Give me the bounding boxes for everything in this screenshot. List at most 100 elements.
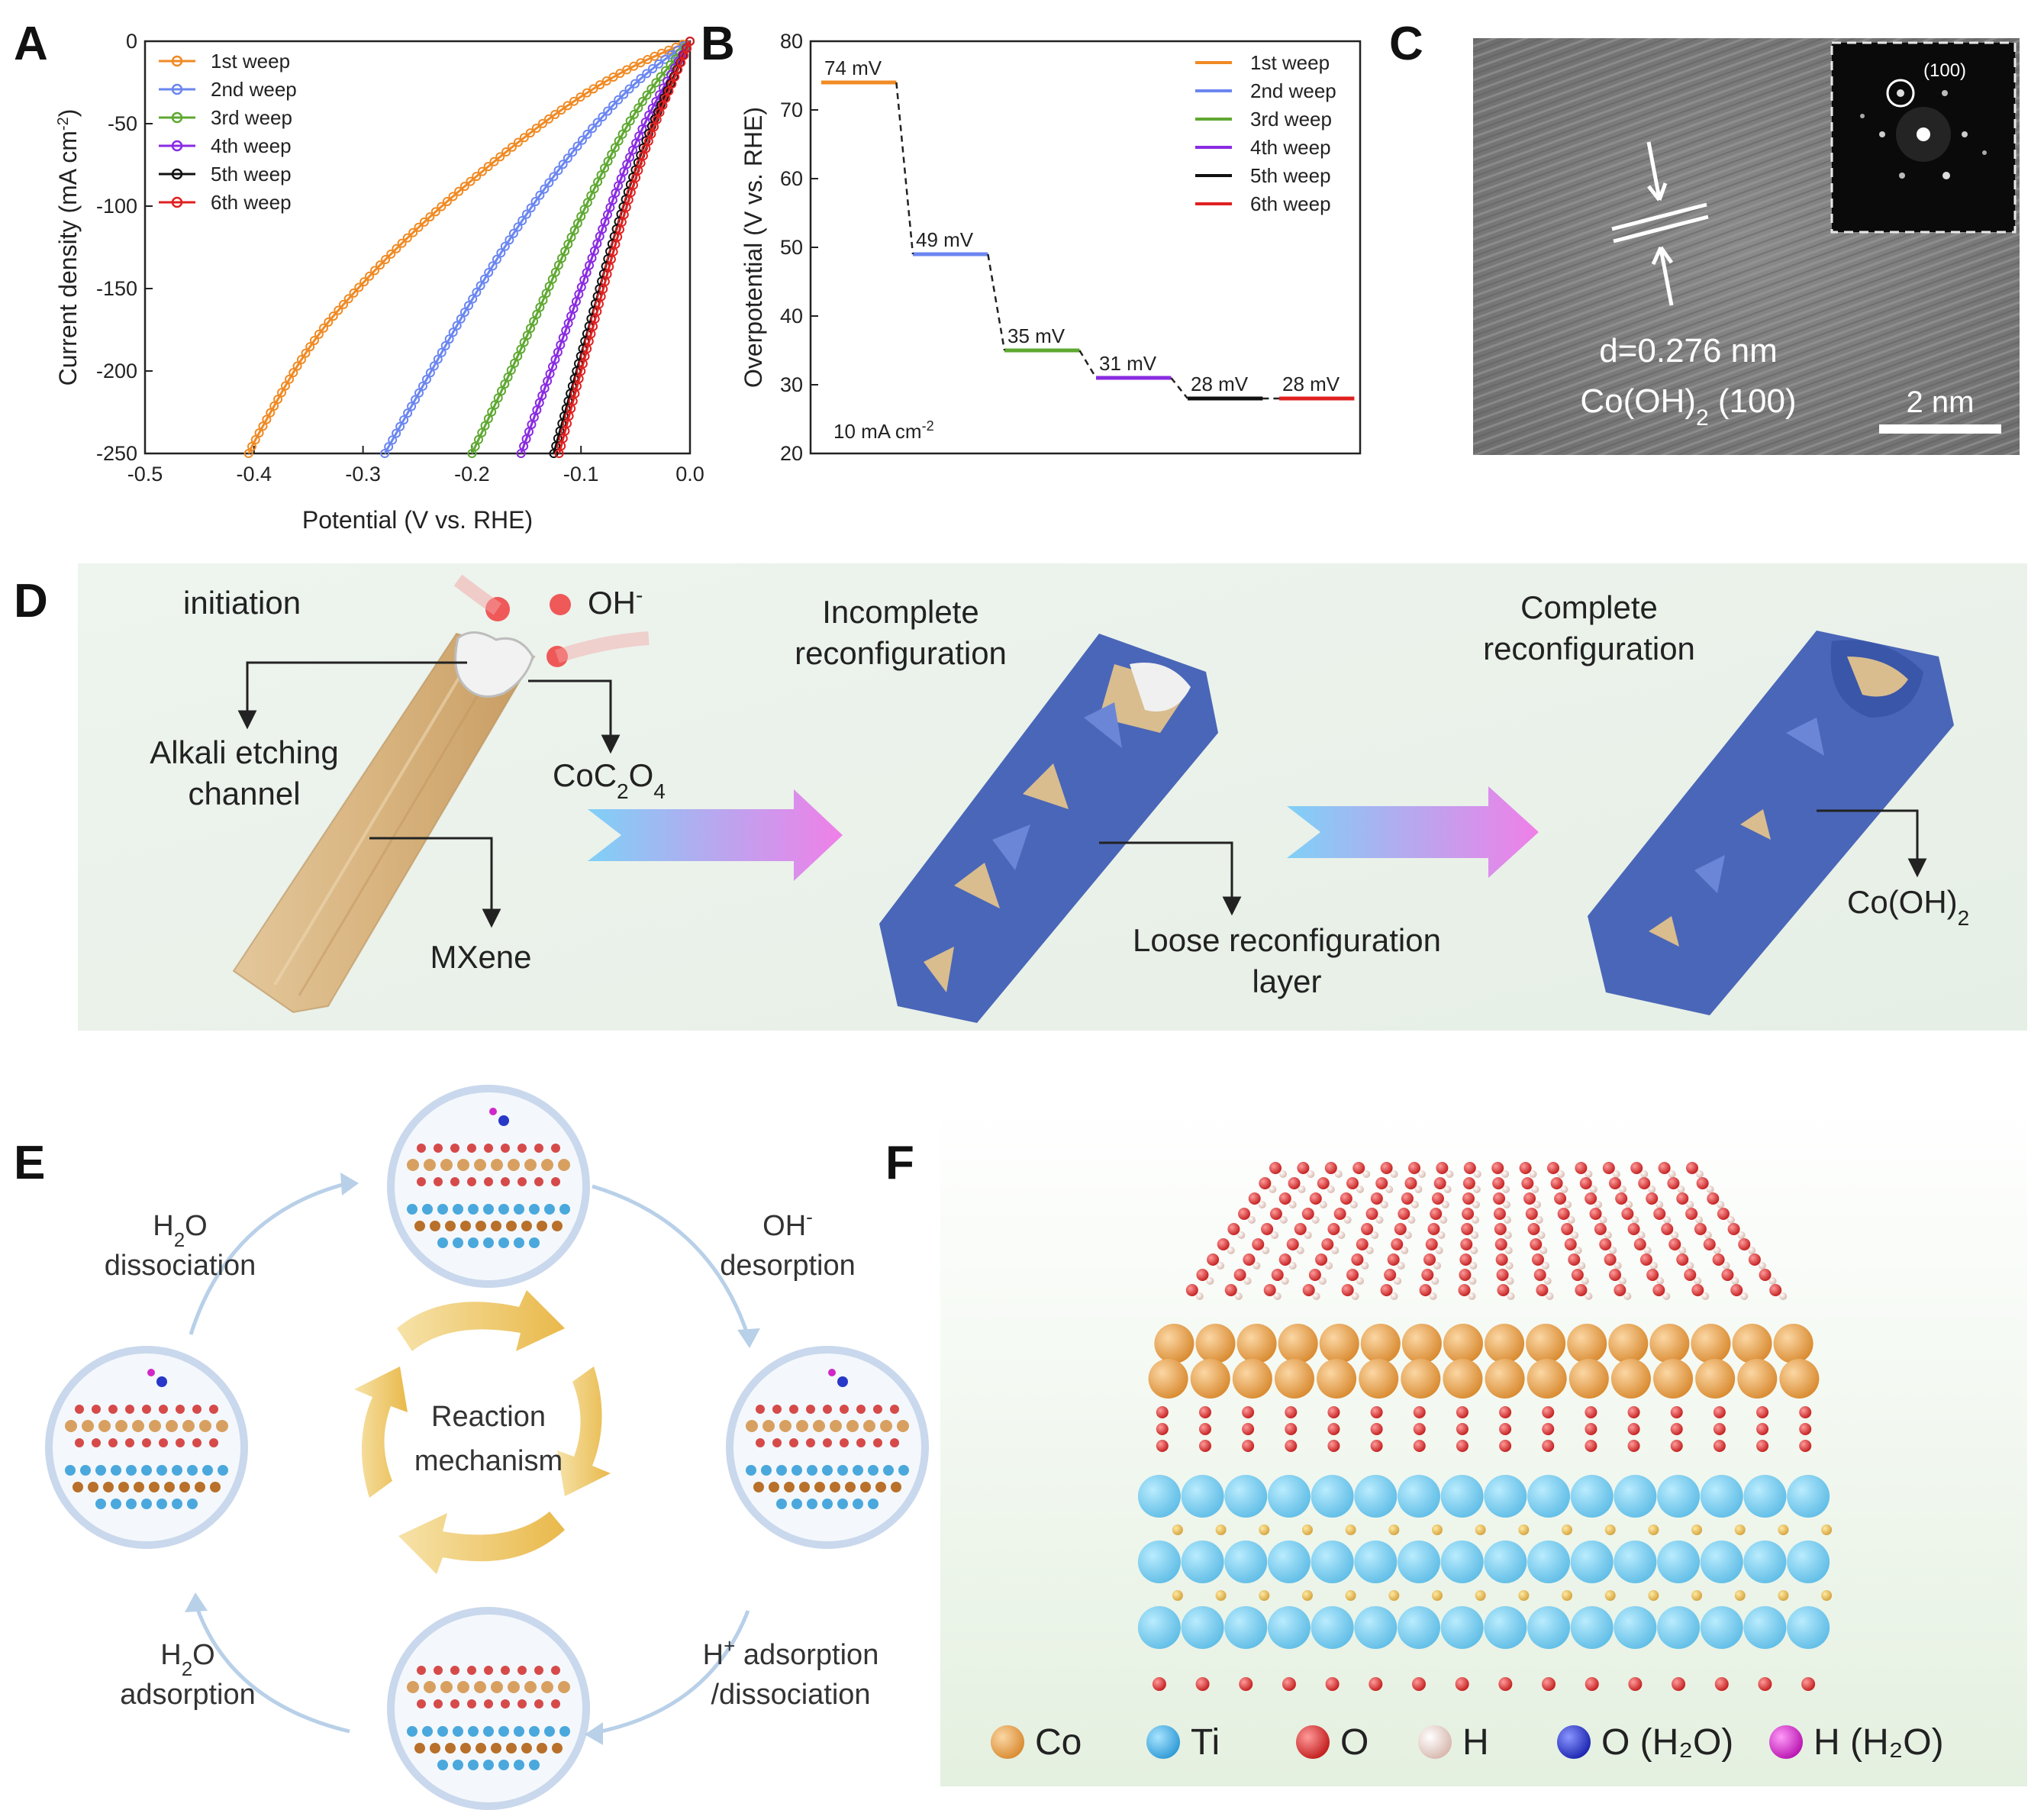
f-titanium-atom bbox=[1527, 1541, 1571, 1583]
e-atom bbox=[776, 1465, 787, 1476]
a-series-point bbox=[598, 111, 608, 121]
a-series-point bbox=[595, 80, 605, 90]
e-atom bbox=[468, 1237, 479, 1248]
a-series-point bbox=[603, 106, 613, 116]
e-atom bbox=[772, 1438, 782, 1447]
a-series-point bbox=[489, 156, 499, 166]
f-oxygen-atom bbox=[1375, 1177, 1388, 1189]
f-hydrogen-atom bbox=[1604, 1231, 1612, 1239]
f-oxygen-atom bbox=[1461, 1223, 1474, 1235]
e-atom bbox=[199, 1420, 211, 1432]
f-hydrogen-atom bbox=[1557, 1170, 1565, 1178]
f-cobalt-atom bbox=[1779, 1359, 1820, 1399]
f-hydrogen-atom bbox=[1537, 1231, 1546, 1239]
f-oxygen-atom bbox=[1325, 1677, 1340, 1691]
a-series-point bbox=[414, 388, 424, 398]
e-atom bbox=[417, 1666, 426, 1675]
oh-desorption-label-2: desorption bbox=[720, 1250, 855, 1282]
f-cobalt-atom bbox=[1319, 1324, 1359, 1363]
b-ytick-label: 20 bbox=[780, 442, 803, 465]
f-carbon-atom bbox=[1431, 1524, 1443, 1535]
f-oxygen-atom bbox=[1370, 1192, 1383, 1205]
f-oxygen-atom bbox=[1672, 1677, 1686, 1691]
e-atom bbox=[457, 1681, 469, 1693]
f-hydrogen-atom bbox=[1640, 1170, 1649, 1178]
e-atom bbox=[440, 1681, 453, 1693]
f-hydrogen-atom bbox=[1504, 1231, 1512, 1239]
f-oxygen-atom bbox=[1398, 1208, 1410, 1220]
f-oxygen-atom bbox=[1341, 1284, 1354, 1296]
f-oxygen-atom bbox=[1321, 1238, 1334, 1250]
f-hydrogen-atom bbox=[1686, 1201, 1694, 1208]
f-oxygen-atom bbox=[1340, 1192, 1352, 1205]
f-titanium-atom bbox=[1267, 1606, 1311, 1649]
e-atom bbox=[552, 1743, 563, 1754]
a-series-point bbox=[277, 388, 287, 398]
f-oxygen-atom bbox=[1198, 1423, 1211, 1435]
f-legend-entry: Co bbox=[1035, 1722, 1082, 1763]
f-oxygen-atom bbox=[1436, 1162, 1449, 1174]
e-state-circle bbox=[387, 1085, 590, 1288]
e-water-oxygen bbox=[156, 1376, 167, 1387]
f-oxygen-atom bbox=[1614, 1284, 1626, 1296]
f-hydrogen-atom bbox=[1304, 1231, 1312, 1239]
f-oxygen-atom bbox=[1278, 1253, 1291, 1266]
e-atom bbox=[789, 1405, 798, 1414]
f-oxygen-atom bbox=[1391, 1238, 1404, 1250]
lattice-marker bbox=[1611, 141, 1709, 306]
f-hydrogen-atom bbox=[1713, 1247, 1721, 1254]
f-hydrogen-atom bbox=[1571, 1231, 1579, 1239]
a-series-point bbox=[554, 449, 564, 458]
f-oxygen-atom bbox=[1628, 1677, 1643, 1691]
e-atom bbox=[756, 1438, 765, 1447]
reaction-mechanism-label-1: Reaction bbox=[431, 1401, 546, 1433]
f-oxygen-atom bbox=[1431, 1192, 1444, 1205]
e-water-oxygen bbox=[837, 1376, 848, 1387]
a-series-point bbox=[269, 401, 279, 411]
a-series-point bbox=[466, 176, 476, 186]
e-atom bbox=[791, 1499, 802, 1509]
f-hydrogen-atom bbox=[1686, 1262, 1694, 1270]
f-titanium-atom bbox=[1354, 1541, 1398, 1583]
e-atom bbox=[453, 1726, 463, 1737]
f-carbon-atom bbox=[1259, 1524, 1270, 1535]
f-hydrogen-atom bbox=[1361, 1262, 1369, 1270]
panel-e-cycle-arrowheads bbox=[185, 1173, 760, 1745]
f-oxygen-atom bbox=[1351, 1253, 1364, 1266]
e-atom bbox=[434, 1144, 443, 1153]
a-series-point bbox=[621, 123, 631, 133]
f-hydrogen-atom bbox=[1443, 1186, 1452, 1193]
f-oxygen-atom bbox=[1493, 1208, 1506, 1220]
f-titanium-atom bbox=[1137, 1606, 1181, 1649]
a-xtick-label: -0.2 bbox=[454, 463, 490, 486]
f-carbon-atom bbox=[1778, 1590, 1789, 1601]
f-oxygen-atom bbox=[1694, 1223, 1707, 1235]
f-hydrogen-atom bbox=[1385, 1186, 1394, 1193]
a-series-point bbox=[258, 421, 268, 431]
f-oxygen-atom bbox=[1533, 1269, 1546, 1281]
f-hydrogen-atom bbox=[1581, 1277, 1589, 1285]
e-atom bbox=[159, 1438, 168, 1447]
e-atom bbox=[115, 1420, 127, 1432]
a-series-point bbox=[343, 294, 353, 304]
b-level-value-label: 74 mV bbox=[824, 56, 882, 79]
e-atom bbox=[430, 1743, 440, 1754]
e-atom bbox=[141, 1499, 152, 1509]
a-series-point bbox=[483, 162, 493, 172]
e-atom bbox=[534, 1699, 543, 1708]
e-atom bbox=[521, 1221, 532, 1231]
e-atom bbox=[822, 1465, 833, 1476]
initiation-label: initiation bbox=[183, 585, 301, 621]
f-oxygen-atom bbox=[1547, 1162, 1559, 1174]
f-hydrogen-atom bbox=[1546, 1292, 1554, 1300]
f-oxygen-atom bbox=[1579, 1177, 1592, 1189]
f-oxygen-atom bbox=[1568, 1253, 1581, 1266]
f-carbon-atom bbox=[1301, 1524, 1313, 1535]
b-level-value-label: 49 mV bbox=[916, 228, 974, 251]
e-atom bbox=[761, 1465, 772, 1476]
f-hydrogen-atom bbox=[1701, 1292, 1710, 1300]
e-atom bbox=[544, 1726, 555, 1737]
f-titanium-atom bbox=[1527, 1475, 1571, 1518]
f-carbon-atom bbox=[1388, 1590, 1400, 1601]
f-oxygen-atom bbox=[1252, 1238, 1265, 1250]
